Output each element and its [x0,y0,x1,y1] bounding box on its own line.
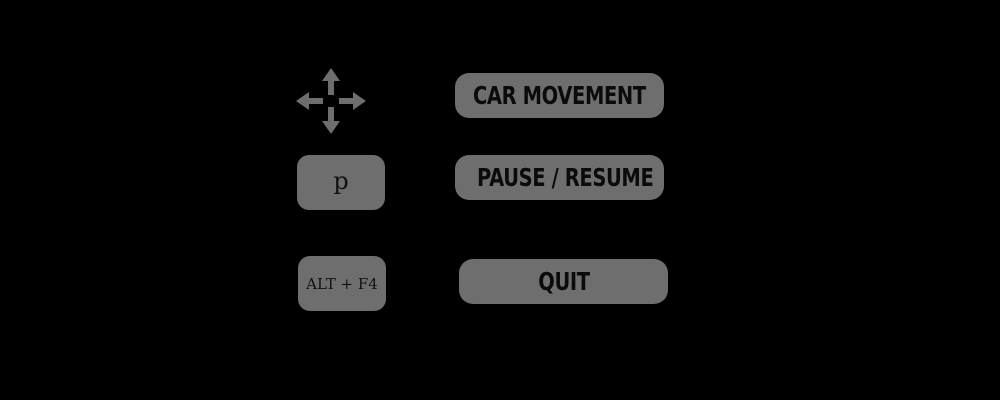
pause-resume-label: PAUSE / RESUME [455,155,664,200]
four-way-arrows-icon [296,68,366,134]
quit-label: QUIT [459,259,668,304]
p-key-label: p [333,166,349,195]
alt-f4-key: ALT + F4 [298,256,386,311]
car-movement-label: CAR MOVEMENT [455,73,664,118]
p-key: p [297,155,385,210]
alt-f4-key-label: ALT + F4 [306,274,378,293]
